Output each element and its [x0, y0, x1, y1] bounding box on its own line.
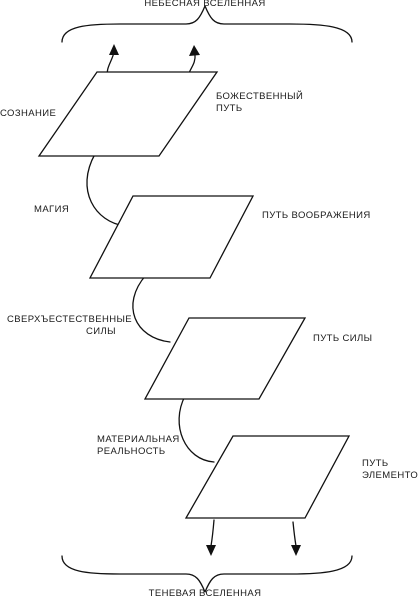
path-label-imagination: ПУТЬ ВООБРАЖЕНИЯ	[262, 210, 371, 221]
falling-arrow-left	[210, 519, 215, 547]
rising-arrow-left-head	[109, 44, 119, 55]
bottom-universe-label: ТЕНЕВАЯ ВСЕЛЕННАЯ	[149, 588, 262, 599]
top-universe-label: НЕБЕСНАЯ ВСЕЛЕННАЯ	[144, 0, 265, 9]
falling-arrow-right-head	[291, 545, 301, 556]
bottom-brace	[61, 555, 353, 593]
path-label-divine: БОЖЕСТВЕННЫЙ ПУТЬ	[216, 90, 306, 114]
falling-arrow-left-head	[206, 545, 216, 556]
rising-arrow-right-head	[189, 45, 200, 56]
connector-curve-2	[132, 274, 171, 343]
connector-curve-1	[86, 153, 126, 227]
elements-path-plane	[184, 435, 351, 519]
connector-label-material: МАТЕРИАЛЬНАЯ РЕАЛЬНОСТЬ	[97, 434, 183, 457]
falling-arrow-right	[292, 521, 297, 547]
connector-label-supernatural: СВЕРХЪЕСТЕСТВЕННЫЕ СИЛЫ	[7, 314, 135, 337]
power-path-plane	[143, 317, 307, 400]
connector-label-consciousness: СОЗНАНИЕ	[0, 108, 56, 119]
connector-label-magic: МАГИЯ	[34, 204, 69, 215]
divine-path-plane	[37, 71, 219, 157]
connector-curve-3	[178, 395, 215, 463]
path-label-power: ПУТЬ СИЛЫ	[313, 333, 372, 344]
imagination-path-plane	[88, 195, 255, 279]
path-label-elements: ПУТЬ ЭЛЕМЕНТОВ	[362, 458, 418, 481]
top-brace	[61, 5, 353, 43]
